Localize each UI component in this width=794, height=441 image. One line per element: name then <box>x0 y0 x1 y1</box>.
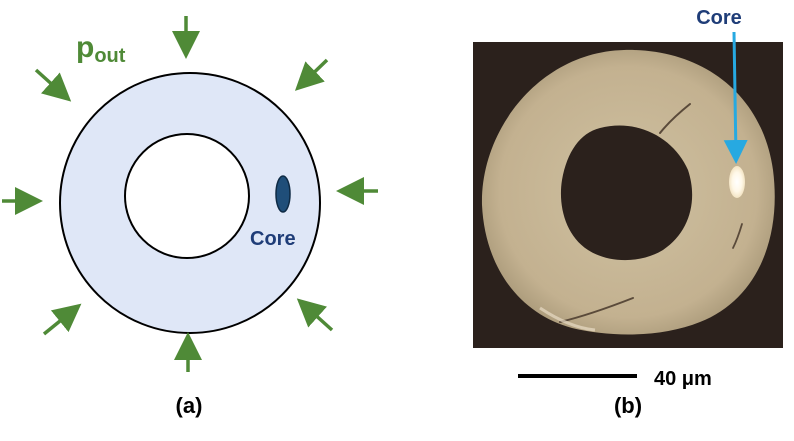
air-hole-circle <box>124 133 250 259</box>
caption-b: (b) <box>614 393 642 418</box>
pressure-label-subscript: out <box>94 45 125 67</box>
crack-right <box>732 223 743 249</box>
fiber-glass-ring <box>481 49 775 335</box>
caption-a: (a) <box>176 393 203 418</box>
panel-b: Core 40 μm (b) <box>473 7 783 418</box>
core-glow <box>729 166 745 198</box>
pressure-label-main: p <box>76 31 94 64</box>
core-ellipse <box>275 175 291 213</box>
crack-top <box>659 103 691 134</box>
core-label-a: Core <box>250 228 296 250</box>
edge-glare <box>539 306 596 332</box>
scale-bar-label: 40 μm <box>654 368 712 390</box>
arrow-top-right <box>294 58 329 91</box>
fiber-cracks <box>559 103 743 323</box>
panel-a: pout Core (a) <box>2 16 378 418</box>
crack-bottom <box>559 297 634 323</box>
core-pointer-arrow <box>723 31 748 164</box>
arrow-top-left <box>34 68 72 102</box>
arrow-bottom-right <box>296 298 334 332</box>
core-label-b: Core <box>696 7 742 29</box>
pressure-arrows <box>2 16 378 372</box>
arrow-bottom-left <box>42 303 82 336</box>
pressure-label: pout <box>76 31 126 67</box>
